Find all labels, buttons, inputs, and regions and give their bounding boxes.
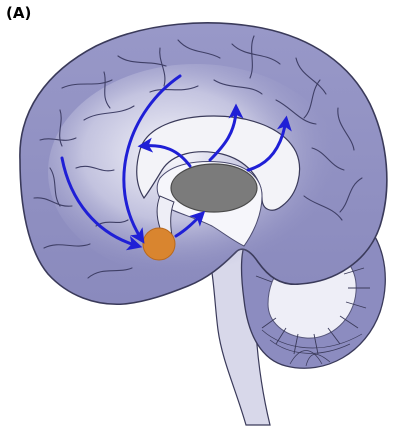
basal-forebrain-nucleus	[143, 228, 175, 260]
thalamus	[171, 164, 257, 212]
